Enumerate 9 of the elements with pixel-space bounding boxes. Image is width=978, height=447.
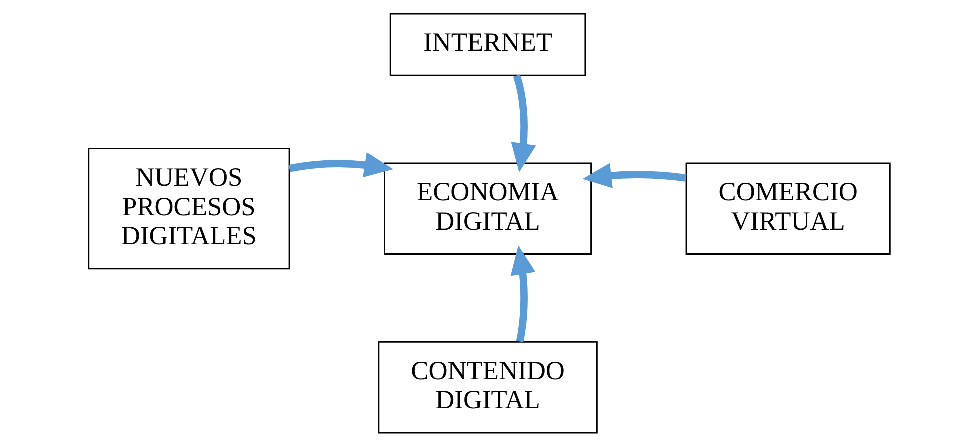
arrow xyxy=(582,163,686,188)
node-box: NUEVOS PROCESOS DIGITALES xyxy=(88,148,290,270)
node-box: CONTENIDO DIGITAL xyxy=(378,341,598,434)
arrow xyxy=(510,246,536,342)
arrow xyxy=(288,152,394,178)
node-box: COMERCIO VIRTUAL xyxy=(685,162,890,255)
node-box: INTERNET xyxy=(389,13,586,76)
node-box: ECONOMIA DIGITAL xyxy=(384,162,592,255)
arrow xyxy=(510,74,536,172)
